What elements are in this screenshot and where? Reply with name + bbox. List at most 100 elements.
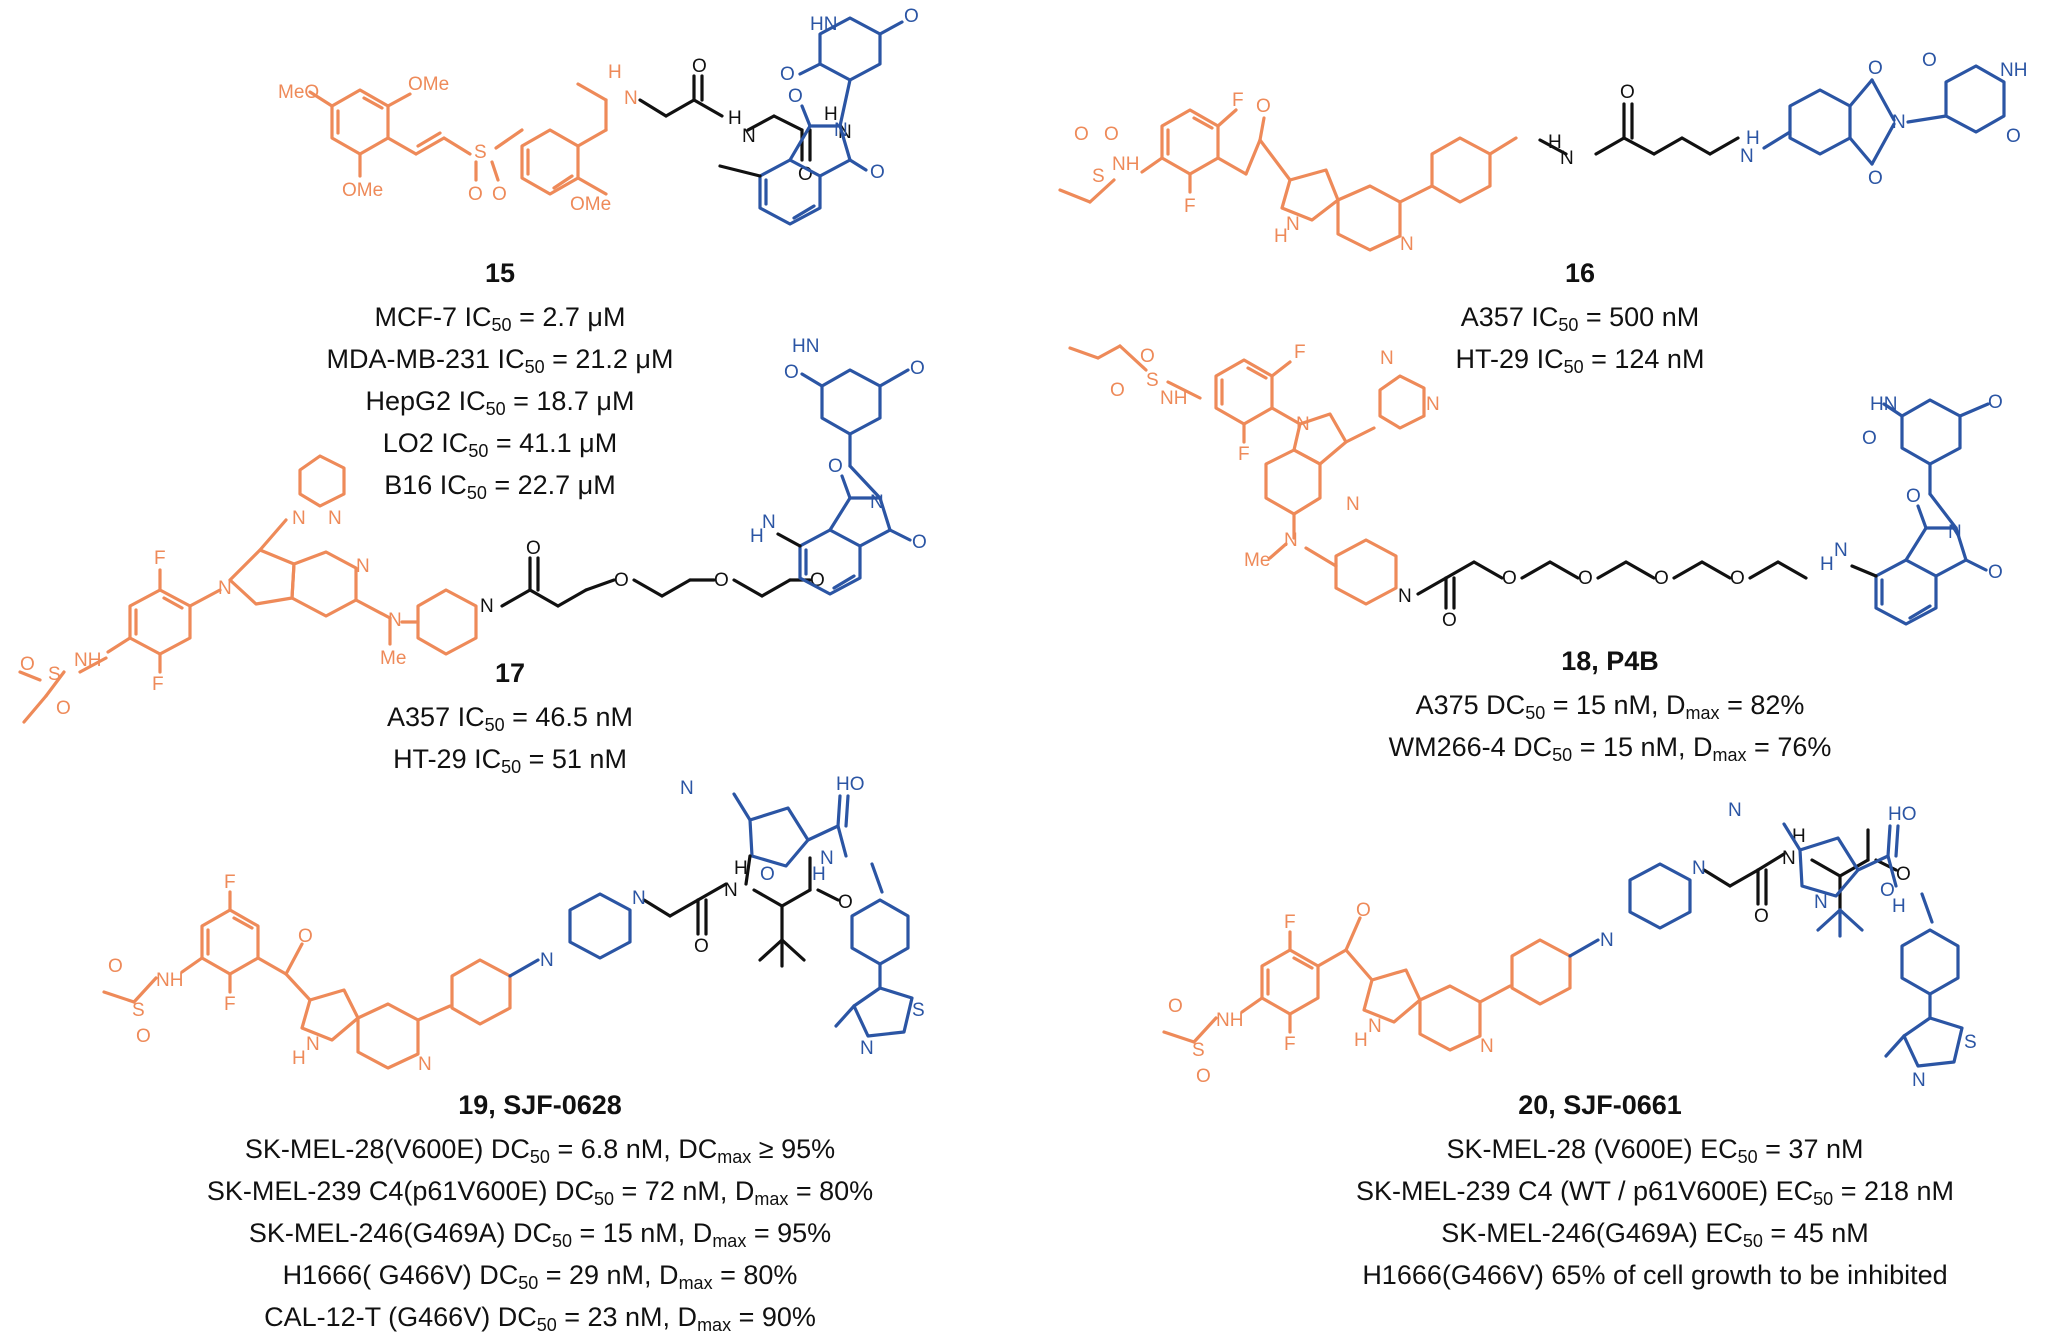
compound-20-label: 20, SJF-0661	[1518, 1090, 1682, 1120]
atom-label: N	[1480, 1036, 1494, 1057]
atom-label: O	[788, 86, 803, 107]
atom-label: F	[152, 674, 164, 695]
atom-label: O	[1906, 486, 1921, 507]
atom-label: H	[750, 526, 764, 547]
activity-line: HT-29 IC50 = 124 nM	[1455, 344, 1705, 377]
atom-label: N	[1948, 522, 1962, 543]
atom-label: HO	[836, 774, 865, 795]
atom-label: H	[1354, 1030, 1368, 1051]
compound-18-pomalidomide: H N O N O O HN O	[1820, 392, 2003, 626]
activity-line: B16 IC50 = 22.7 μM	[384, 470, 616, 503]
atom-label: N	[1912, 1070, 1926, 1091]
atom-label: O	[1104, 124, 1119, 145]
atom-label: S	[1146, 370, 1159, 391]
atom-label: N	[356, 556, 370, 577]
atom-label: HN	[1870, 394, 1897, 415]
atom-label: N	[624, 88, 638, 109]
atom-label: H	[812, 864, 826, 885]
atom-label: O	[904, 6, 919, 27]
atom-label: N	[762, 512, 776, 533]
atom-label: N	[540, 950, 554, 971]
atom-label: O	[492, 184, 507, 205]
atom-label: H	[1892, 896, 1906, 917]
atom-label: N	[328, 508, 342, 529]
atom-label: N	[306, 1034, 320, 1055]
atom-label: S	[912, 1000, 925, 1021]
atom-label: O	[1074, 124, 1089, 145]
atom-label: NH	[1112, 154, 1139, 175]
compound-17-label: 17	[494, 658, 526, 688]
atom-label: HN	[810, 14, 837, 35]
compound-20-vhl-ligand: N HO O H N S N	[1728, 800, 1977, 1091]
compound-17-pomalidomide: H N O N O O HN O	[750, 336, 927, 596]
atom-label: S	[132, 1000, 145, 1021]
atom-label: O	[1168, 996, 1183, 1017]
activity-line: A357 IC50 = 500 nM	[1460, 302, 1700, 335]
atom-label: O	[692, 56, 707, 77]
compound-18-label: 18, P4B	[1561, 646, 1659, 676]
atom-label: O	[1256, 96, 1271, 117]
atom-label: N	[1398, 586, 1412, 607]
atom-label: O	[1620, 82, 1635, 103]
compound-16-activities: A357 IC50 = 500 nM HT-29 IC50 = 124 nM	[1420, 296, 1740, 380]
atom-label: O	[1868, 168, 1883, 189]
atom-label: O	[912, 532, 927, 553]
atom-label: O	[838, 892, 853, 913]
atom-label: S	[1964, 1032, 1977, 1053]
atom-label: H	[292, 1048, 306, 1069]
compound-20-structure: F O NH S O O F N H N N N O H N O	[1162, 826, 1911, 1087]
atom-label: O	[1654, 568, 1669, 589]
atom-label: O	[468, 184, 483, 205]
atom-label: N	[1834, 540, 1848, 561]
atom-label: O	[20, 654, 35, 675]
compound-19-structure: F O NH S O O F N H N N N O H N O	[102, 856, 853, 1075]
atom-label: NH	[156, 970, 183, 991]
atom-label: O	[614, 570, 629, 591]
activity-line: SK-MEL-239 C4(p61V600E) DC50 = 72 nM, Dm…	[206, 1176, 874, 1209]
atom-label: N	[1296, 414, 1310, 435]
atom-label: NH	[74, 650, 101, 671]
atom-label: O	[1988, 392, 2003, 413]
atom-label: O	[298, 926, 313, 947]
compound-18-activities: A375 DC50 = 15 nM, Dmax = 82% WM266-4 DC…	[1380, 684, 1840, 768]
atom-label: F	[1184, 196, 1196, 217]
atom-label: O	[2006, 126, 2021, 147]
atom-label: N	[1740, 146, 1754, 167]
activity-line: WM266-4 DC50 = 15 nM, Dmax = 76%	[1388, 732, 1832, 765]
atom-label: N	[680, 778, 694, 799]
activity-line: CAL-12-T (G466V) DC50 = 23 nM, Dmax = 90…	[264, 1302, 816, 1335]
atom-label: N	[480, 596, 494, 617]
activity-line: SK-MEL-28(V600E) DC50 = 6.8 nM, DCmax ≥ …	[244, 1134, 836, 1167]
atom-label: O	[828, 456, 843, 477]
atom-label: Me	[380, 648, 406, 669]
atom-label: HN	[792, 336, 819, 357]
activity-line: SK-MEL-239 C4 (WT / p61V600E) EC50 = 218…	[1355, 1176, 1955, 1209]
atom-label: OMe	[342, 180, 383, 201]
atom-label: F	[1284, 912, 1296, 933]
compound-19-label: 19, SJF-0628	[458, 1090, 622, 1120]
atom-label: N	[1346, 494, 1360, 515]
compound-19-activities: SK-MEL-28(V600E) DC50 = 6.8 nM, DCmax ≥ …	[200, 1128, 880, 1338]
atom-label: O	[1988, 562, 2003, 583]
atom-label: O	[1880, 880, 1895, 901]
atom-label: N	[1600, 930, 1614, 951]
activity-line: H1666( G466V) DC50 = 29 nM, Dmax = 80%	[282, 1260, 798, 1293]
atom-label: O	[1578, 568, 1593, 589]
atom-label: S	[48, 664, 61, 685]
activity-line: H1666(G466V) 65% of cell growth to be in…	[1362, 1260, 1948, 1290]
atom-label: O	[694, 936, 709, 957]
atom-label: O	[1196, 1066, 1211, 1087]
atom-label: Me	[1244, 550, 1270, 571]
atom-label: O	[1110, 380, 1125, 401]
compound-17-activities: A357 IC50 = 46.5 nM HT-29 IC50 = 51 nM	[340, 696, 680, 780]
atom-label: H	[608, 62, 622, 83]
atom-label: F	[1284, 1034, 1296, 1055]
compound-18-structure: O O S NH F F N N N N N Me N O O O O O	[1068, 342, 1808, 631]
atom-label: N	[742, 126, 756, 147]
atom-label: N	[1284, 530, 1298, 551]
activity-line: HT-29 IC50 = 51 nM	[393, 744, 627, 777]
atom-label: N	[1728, 800, 1742, 821]
atom-label: O	[780, 64, 795, 85]
atom-label: O	[1442, 610, 1457, 631]
compound-20-activities: SK-MEL-28 (V600E) EC50 = 37 nM SK-MEL-23…	[1280, 1128, 2030, 1296]
